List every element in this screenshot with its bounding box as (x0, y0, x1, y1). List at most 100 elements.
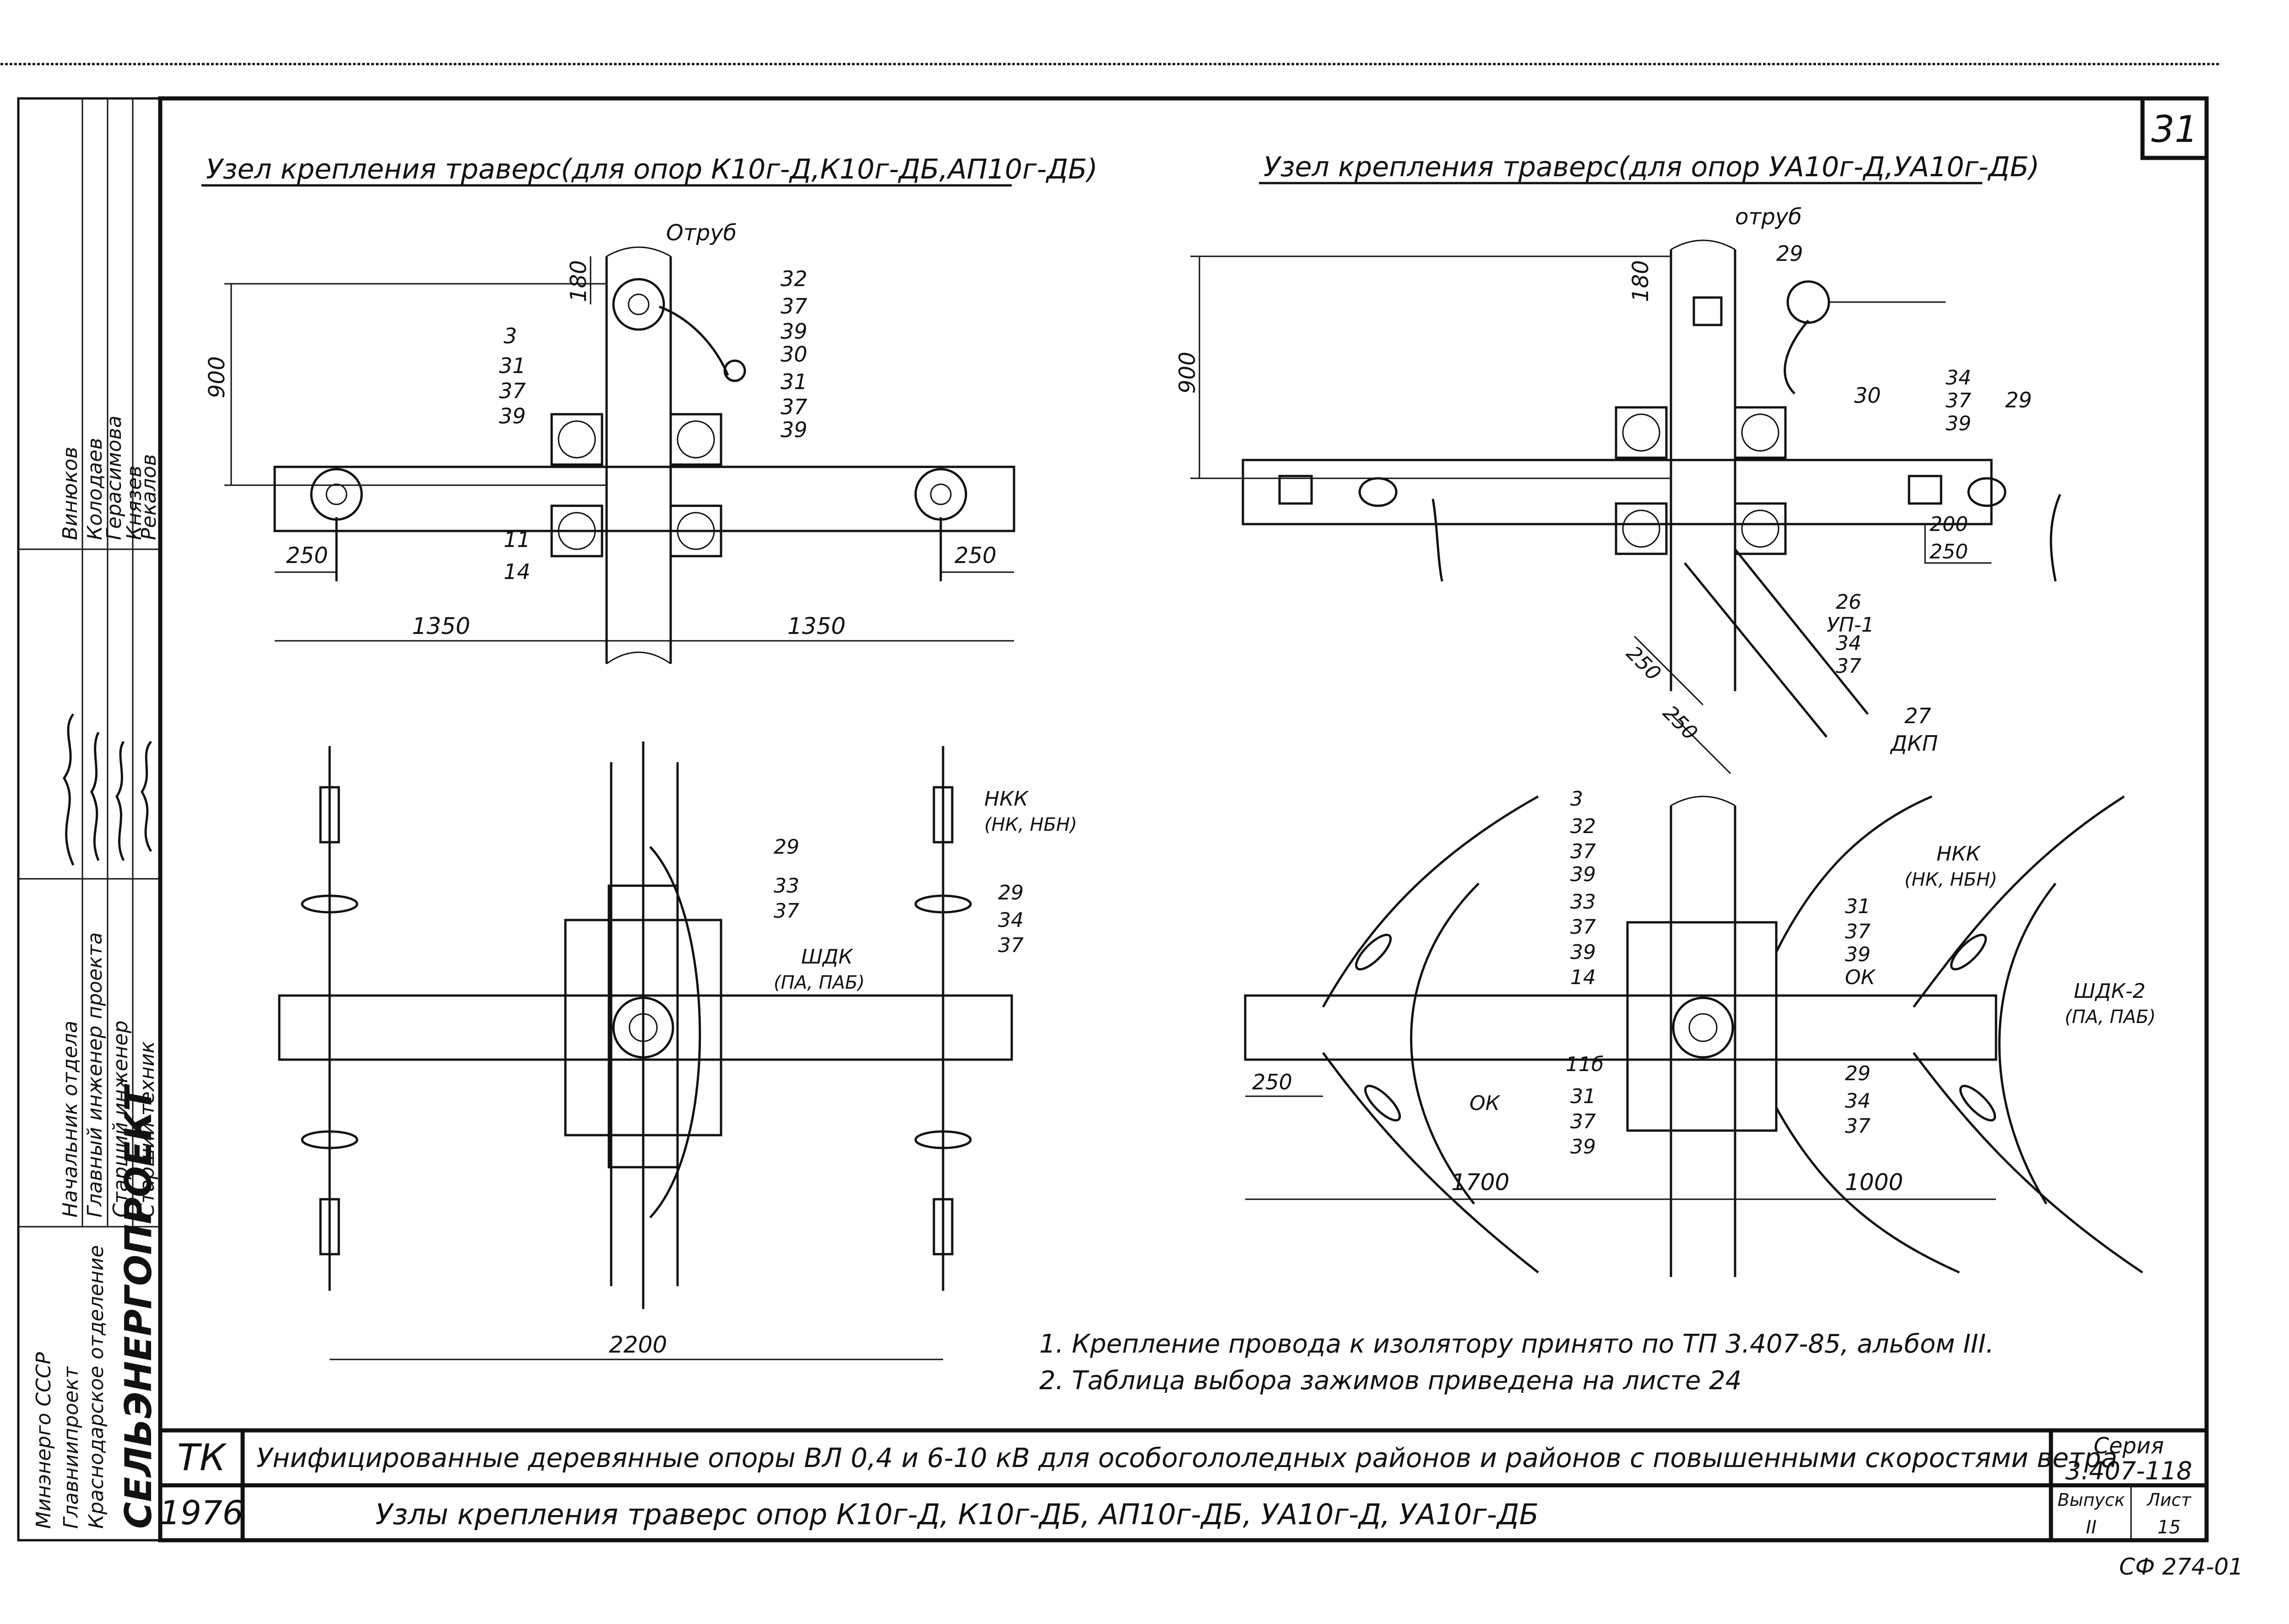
callout-37c: 37 (781, 395, 808, 419)
crossarm-plan-k10 (278, 994, 1013, 1061)
callout-34a: 34 (1946, 366, 1971, 390)
callout-3b: 3 (1570, 787, 1583, 811)
name-4: Князев (123, 466, 146, 540)
callout-29b: 29 (2005, 388, 2032, 412)
role-1: Начальник отдела (59, 1021, 82, 1218)
clamp-group-front-k10 (550, 413, 722, 558)
left-view-title: Узел крепления траверс(для опор К10г-Д,К… (206, 153, 1098, 185)
dim-2200: 2200 (609, 1332, 667, 1358)
crossarm-front-k10 (273, 466, 1015, 532)
callout-27: 27 (1904, 704, 1931, 728)
crossarm-plan-ua10 (1244, 994, 1997, 1061)
callout-11b: 11б (1566, 1053, 1604, 1076)
callout-37k: 37 (1845, 920, 1871, 943)
name-3: Герасимова (103, 416, 126, 540)
callout-39h: 39 (1845, 943, 1871, 966)
callout-shdk: ШДК (801, 945, 853, 969)
callout-34b: 34 (1836, 632, 1861, 655)
callout-37h: 37 (1570, 840, 1596, 863)
sheet-number: 31 (2151, 108, 2198, 151)
callout-30b: 30 (1854, 383, 1881, 408)
callout-32b: 32 (1570, 815, 1596, 838)
dim-900-right: 900 (1175, 352, 1200, 394)
callout-otrub-1: Отруб (666, 220, 737, 246)
dim-250-left-b: 250 (955, 543, 997, 568)
right-view-title: Узел крепления траверс(для опор УА10г-Д,… (1264, 151, 2039, 183)
callout-37i: 37 (1570, 915, 1596, 939)
role-3: Старший инженер (109, 1020, 132, 1218)
callout-26: 26 (1836, 590, 1861, 614)
callout-otrub-2: отруб (1735, 204, 1802, 230)
callout-31d: 31 (1845, 895, 1871, 918)
callout-37l: 37 (1845, 1115, 1871, 1138)
role-4: Старший техник (136, 1041, 159, 1218)
callout-32: 32 (781, 266, 808, 291)
note-2: 2. Таблица выбора зажимов приведена на л… (1039, 1366, 1741, 1396)
callout-shdk-sub: (ПА, ПАБ) (774, 972, 865, 993)
callout-39d: 39 (1946, 412, 1971, 435)
callout-39c: 39 (781, 417, 808, 442)
wire-angle-left (1322, 795, 1539, 1008)
callout-11: 11 (504, 527, 531, 552)
callout-ok-b: ОК (1470, 1092, 1501, 1115)
callout-37b: 37 (499, 379, 526, 403)
org-name: СЕЛЬЭНЕРГОПРОЕКТ (117, 1084, 160, 1529)
dim-1350-right: 1350 (787, 613, 846, 639)
callout-39g: 39 (1570, 1135, 1596, 1158)
callout-dkp: ДКП (1890, 731, 1938, 756)
notes: 1. Крепление провода к изолятору принято… (1039, 1329, 1994, 1396)
callout-3: 3 (504, 324, 517, 348)
wire-angle-right-b (1913, 1052, 2143, 1274)
dim-250-plan: 250 (1252, 1070, 1292, 1094)
stamp-code: ТК (177, 1436, 227, 1479)
org-line-1: Минэнерго СССР (32, 1352, 55, 1529)
dim-1000: 1000 (1845, 1169, 1903, 1196)
dim-180-right: 180 (1628, 260, 1654, 302)
callout-14: 14 (504, 559, 531, 584)
org-line-3: Краснодарское отделение (85, 1245, 108, 1529)
dim-200-right: 200 (1930, 513, 1968, 536)
dim-900-left: 900 (204, 356, 230, 398)
callout-nkk-sub-b: (НК, НБН) (1904, 869, 1997, 890)
dim-1350-left: 1350 (412, 613, 470, 639)
callout-34d: 34 (1845, 1089, 1871, 1113)
callout-39f: 39 (1570, 941, 1596, 964)
callout-39e: 39 (1570, 863, 1596, 886)
series-label: Серия (2094, 1433, 2164, 1459)
view-front-k10: 900 180 250 250 1350 1350 Отруб 32 37 39… (204, 220, 1015, 665)
insulator-end-left (310, 468, 363, 521)
dim-250-right-a: 250 (1930, 540, 1968, 563)
callout-39a: 39 (781, 319, 808, 344)
signature-2 (90, 731, 100, 861)
name-2: Колодаев (83, 438, 107, 540)
signature-4 (141, 741, 152, 852)
insulator-end-right (914, 468, 967, 521)
dim-250-left-a: 250 (286, 543, 328, 568)
view-plan-ua10: 250 1700 1000 3 32 37 39 33 37 39 14 11б… (1244, 787, 2156, 1277)
callout-shdk2-sub: (ПА, ПАБ) (2065, 1007, 2156, 1028)
callout-up1: УП-1 (1827, 613, 1874, 637)
dim-1700: 1700 (1451, 1169, 1509, 1196)
insulator-pin-top (612, 278, 665, 331)
wire-angle-left-b (1322, 1052, 1539, 1273)
project-title: Унифицированные деревянные опоры ВЛ 0,4 … (256, 1442, 2117, 1473)
callout-31c: 31 (1570, 1085, 1596, 1108)
sheet-value: 15 (2158, 1517, 2181, 1538)
signature-1 (63, 713, 75, 866)
callout-14b: 14 (1570, 966, 1596, 989)
callout-39b: 39 (499, 404, 526, 428)
drawing-title: Узлы крепления траверс опор К10г-Д, К10г… (375, 1498, 1539, 1531)
issue-value: II (2086, 1517, 2097, 1538)
pole-front-ua10 (1670, 249, 1736, 691)
callout-shdk2: ШДК-2 (2074, 980, 2146, 1003)
callout-nkk-b: НКК (1936, 842, 1981, 866)
sheet-number-box: 31 (2140, 96, 2209, 160)
callout-ok-a: ОК (1845, 966, 1876, 989)
view-plan-k10: 2200 НКК (НК, НБН) 29 33 37 29 34 37 ШДК… (278, 742, 1077, 1360)
callout-29d: 29 (998, 881, 1024, 904)
callout-37d: 37 (1946, 389, 1971, 412)
callout-29e: 29 (1845, 1062, 1871, 1085)
org-line-2: Главниипроект (60, 1366, 83, 1529)
callout-29c: 29 (774, 835, 799, 859)
